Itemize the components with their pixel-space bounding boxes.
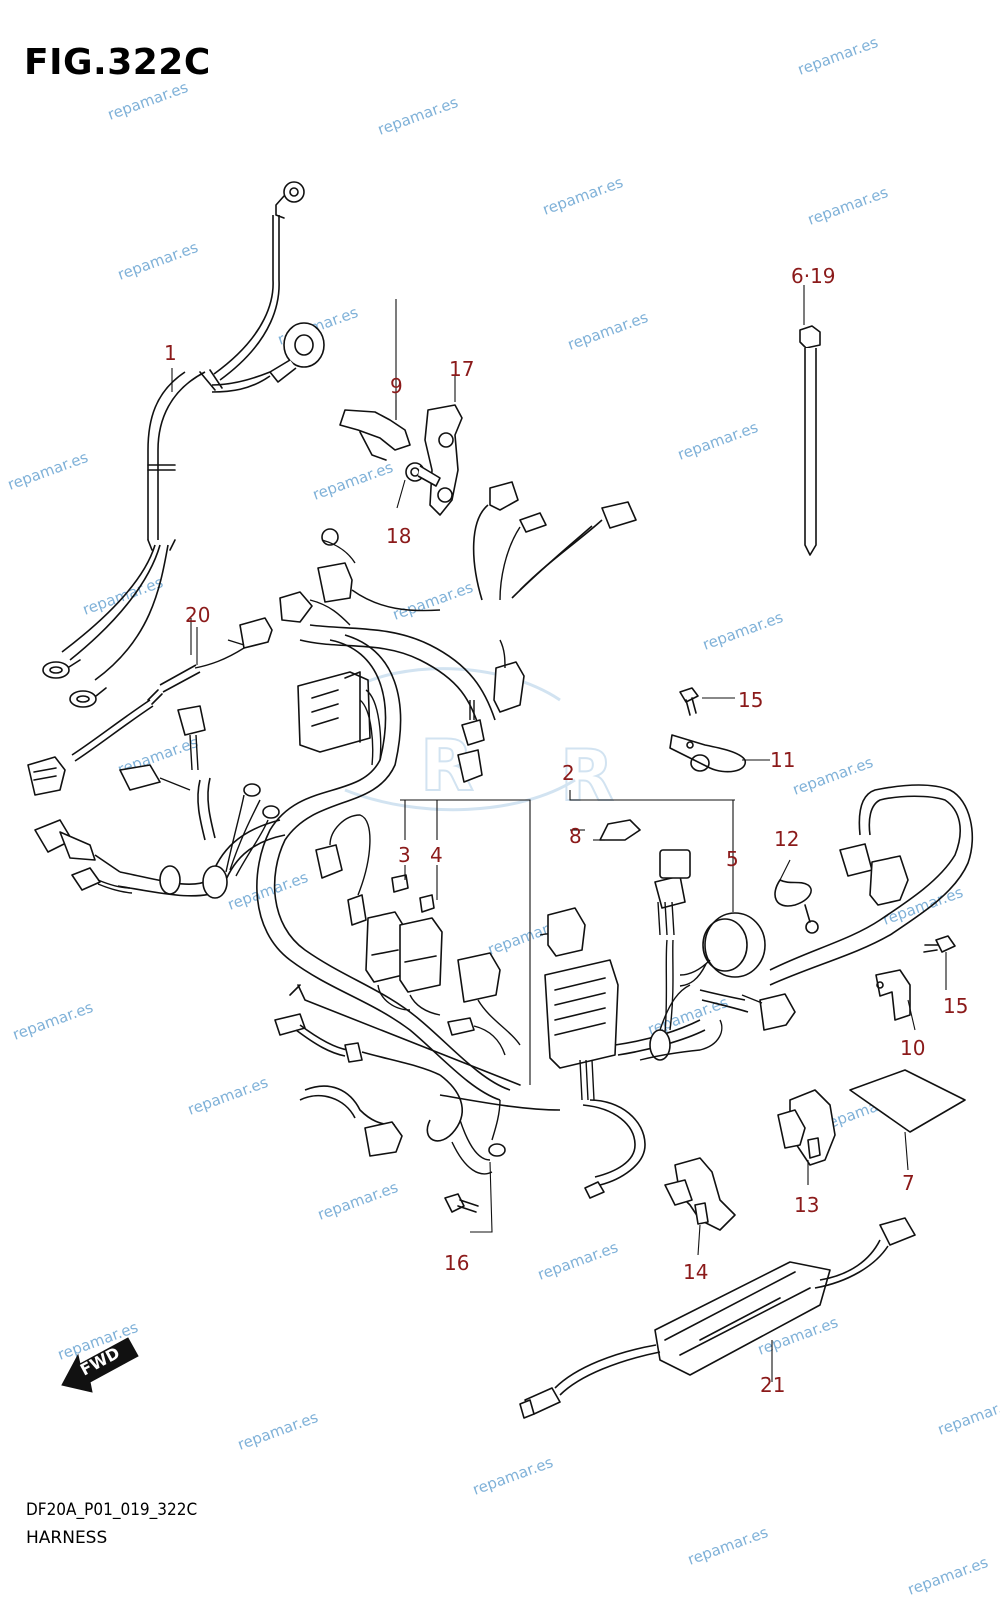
band-part-12	[774, 859, 819, 934]
bolt-part-15	[679, 687, 956, 990]
clamp-part-11	[669, 734, 770, 773]
watermark-text: repamar.es	[470, 1453, 555, 1499]
callout-8: 8	[569, 824, 582, 848]
clamp-bracket-parts-9-17-18	[339, 299, 463, 516]
watermark-text: repamar.es	[185, 1073, 270, 1119]
callout-11: 11	[770, 748, 795, 772]
watermark-text: repamar.es	[565, 308, 650, 354]
watermark-text: repamar.es	[105, 78, 190, 124]
watermark-text: repamar.es	[315, 1178, 400, 1224]
clip-part-14	[664, 1157, 736, 1256]
callout-20: 20	[185, 603, 210, 627]
watermark-text: repamar.es	[115, 238, 200, 284]
callout-15: 15	[738, 688, 763, 712]
callout-17: 17	[449, 357, 474, 381]
watermark-text: repamar.es	[225, 868, 310, 914]
callout-12: 12	[774, 827, 799, 851]
figure-code: DF20A_P01_019_322C	[26, 1500, 198, 1520]
callout-15: 15	[943, 994, 968, 1018]
bolt-part-16	[444, 1161, 493, 1233]
watermarks: repamar.es repamar.es repamar.es repamar…	[5, 33, 1000, 1599]
callout-5: 5	[726, 847, 739, 871]
watermark-text: repamar.es	[675, 418, 760, 464]
callout-6-19: 6·19	[791, 264, 836, 288]
callout-1: 1	[164, 341, 177, 365]
callout-3: 3	[398, 843, 411, 867]
sheet-part-7	[849, 1069, 966, 1171]
watermark-text: repamar.es	[310, 458, 395, 504]
cable-tie-part-6-19	[799, 285, 821, 556]
watermark-text: repamar.es	[795, 33, 880, 79]
watermark-text: repamar.es	[10, 998, 95, 1044]
repamar-logo-watermark: R R	[344, 667, 615, 818]
figure-title: FIG.322C	[24, 42, 211, 83]
callout-18: 18	[386, 524, 411, 548]
watermark-text: repamar.es	[5, 448, 90, 494]
callout-21: 21	[760, 1373, 785, 1397]
figure-name: HARNESS	[26, 1528, 108, 1548]
watermark-text: repamar.es	[935, 1393, 1000, 1439]
callout-4: 4	[430, 843, 443, 867]
main-harness-part-2	[27, 481, 974, 1199]
watermark-text: repamar.es	[790, 753, 875, 799]
callout-13: 13	[794, 1193, 819, 1217]
callout-9: 9	[390, 374, 403, 398]
watermark-text: repamar.es	[685, 1523, 770, 1569]
watermark-text: repamar.es	[390, 578, 475, 624]
callouts: 1 2 3 4 5 6·19 7 8 9 10 11 12 13 14 15 1…	[164, 264, 968, 1397]
callout-7: 7	[902, 1171, 915, 1195]
bracket-part-10	[875, 969, 916, 1031]
watermark-text: repamar.es	[235, 1408, 320, 1454]
watermark-text: repamar.es	[700, 608, 785, 654]
callout-16: 16	[444, 1251, 469, 1275]
module-part-21	[519, 1217, 916, 1419]
battery-cable-part-1	[42, 181, 325, 708]
watermark-text: repamar.es	[375, 93, 460, 139]
watermark-text: repamar.es	[80, 573, 165, 619]
watermark-text: repamar.es	[805, 183, 890, 229]
callout-14: 14	[683, 1260, 708, 1284]
svg-text:R: R	[560, 735, 614, 817]
callout-2: 2	[562, 761, 575, 785]
watermark-text: repamar.es	[905, 1553, 990, 1599]
watermark-text: repamar.es	[535, 1238, 620, 1284]
callout-10: 10	[900, 1036, 925, 1060]
watermark-text: repamar.es	[540, 173, 625, 219]
clip-part-13	[777, 1089, 836, 1185]
